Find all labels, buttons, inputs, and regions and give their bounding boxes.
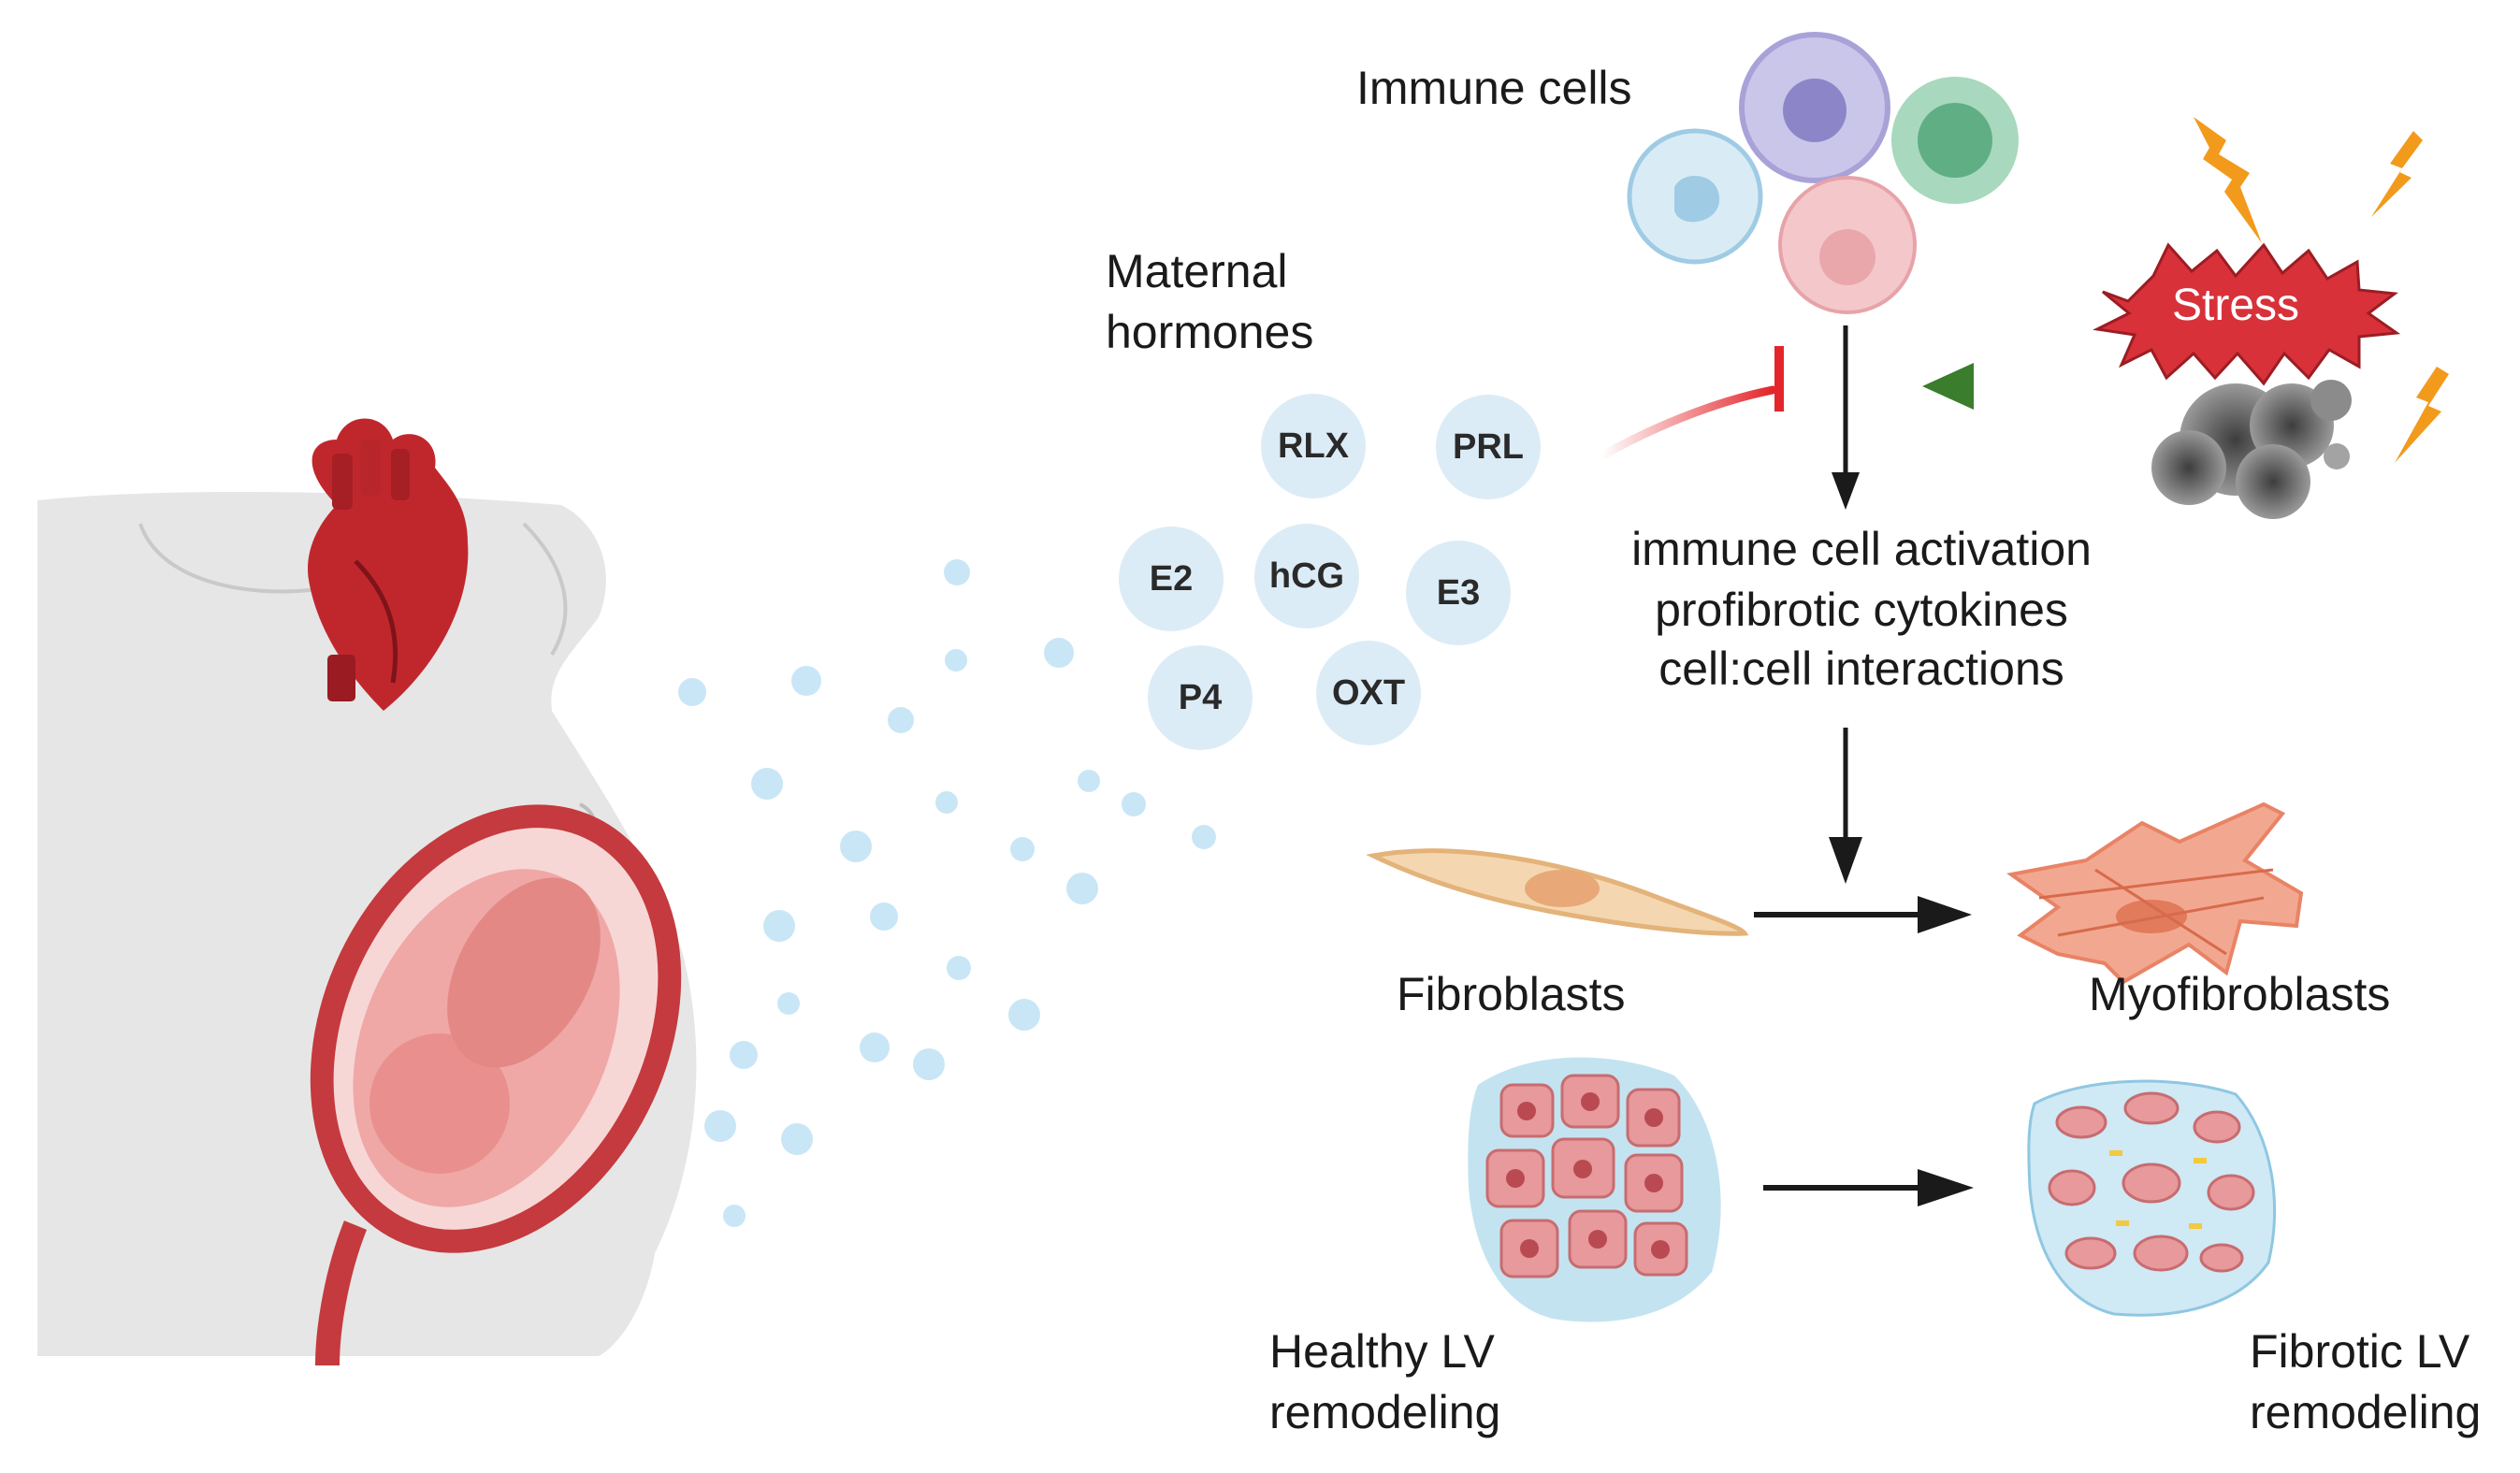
hormone-oxt: OXT xyxy=(1316,641,1421,745)
hormone-e2: E2 xyxy=(1119,527,1224,631)
effect-cell-interactions: cell:cell interactions xyxy=(1658,643,2064,695)
effect-profibrotic-cytokines: profibrotic cytokines xyxy=(1655,584,2068,636)
myofibroblast-icon xyxy=(2006,801,2304,985)
fibrotic-tissue-icon xyxy=(2027,1079,2277,1317)
fibrotic-lv-label-line2: remodeling xyxy=(2250,1386,2482,1438)
fibroblasts-label: Fibroblasts xyxy=(1397,968,1626,1020)
fetus-icon xyxy=(310,804,682,1366)
hormone-hcg: hCG xyxy=(1254,524,1359,628)
smoke-icon xyxy=(2151,380,2352,519)
immune-cell-icon xyxy=(1627,32,2019,314)
maternal-hormones-label-line1: Maternal xyxy=(1106,245,1288,297)
fibroblast-icon xyxy=(1366,848,1749,936)
maternal-hormones-label-line2: hormones xyxy=(1106,306,1314,358)
stress-burst xyxy=(2093,242,2401,386)
myofibroblasts-label: Myofibroblasts xyxy=(2089,968,2391,1020)
hormone-e3: E3 xyxy=(1406,541,1511,645)
effect-immune-activation: immune cell activation xyxy=(1631,523,2092,575)
lightning-icon xyxy=(2194,117,2449,463)
stress-label: Stress xyxy=(2171,281,2300,330)
hormone-p4: P4 xyxy=(1148,645,1253,750)
hormone-particles xyxy=(678,559,1216,1227)
fibrotic-lv-label-line1: Fibrotic LV xyxy=(2250,1325,2470,1378)
tissue-icon xyxy=(1468,1057,1721,1322)
stress-arrow xyxy=(1922,363,2180,410)
healthy-lv-label-line2: remodeling xyxy=(1269,1386,1501,1438)
hormone-rlx: RLX xyxy=(1261,394,1366,498)
flow-arrows xyxy=(1754,325,1974,1206)
inhibition-arrow xyxy=(1597,346,1784,461)
heart-icon xyxy=(308,418,469,711)
immune-cells-label: Immune cells xyxy=(1356,62,1632,114)
hormone-prl: PRL xyxy=(1436,395,1541,499)
healthy-lv-label-line1: Healthy LV xyxy=(1269,1325,1495,1378)
